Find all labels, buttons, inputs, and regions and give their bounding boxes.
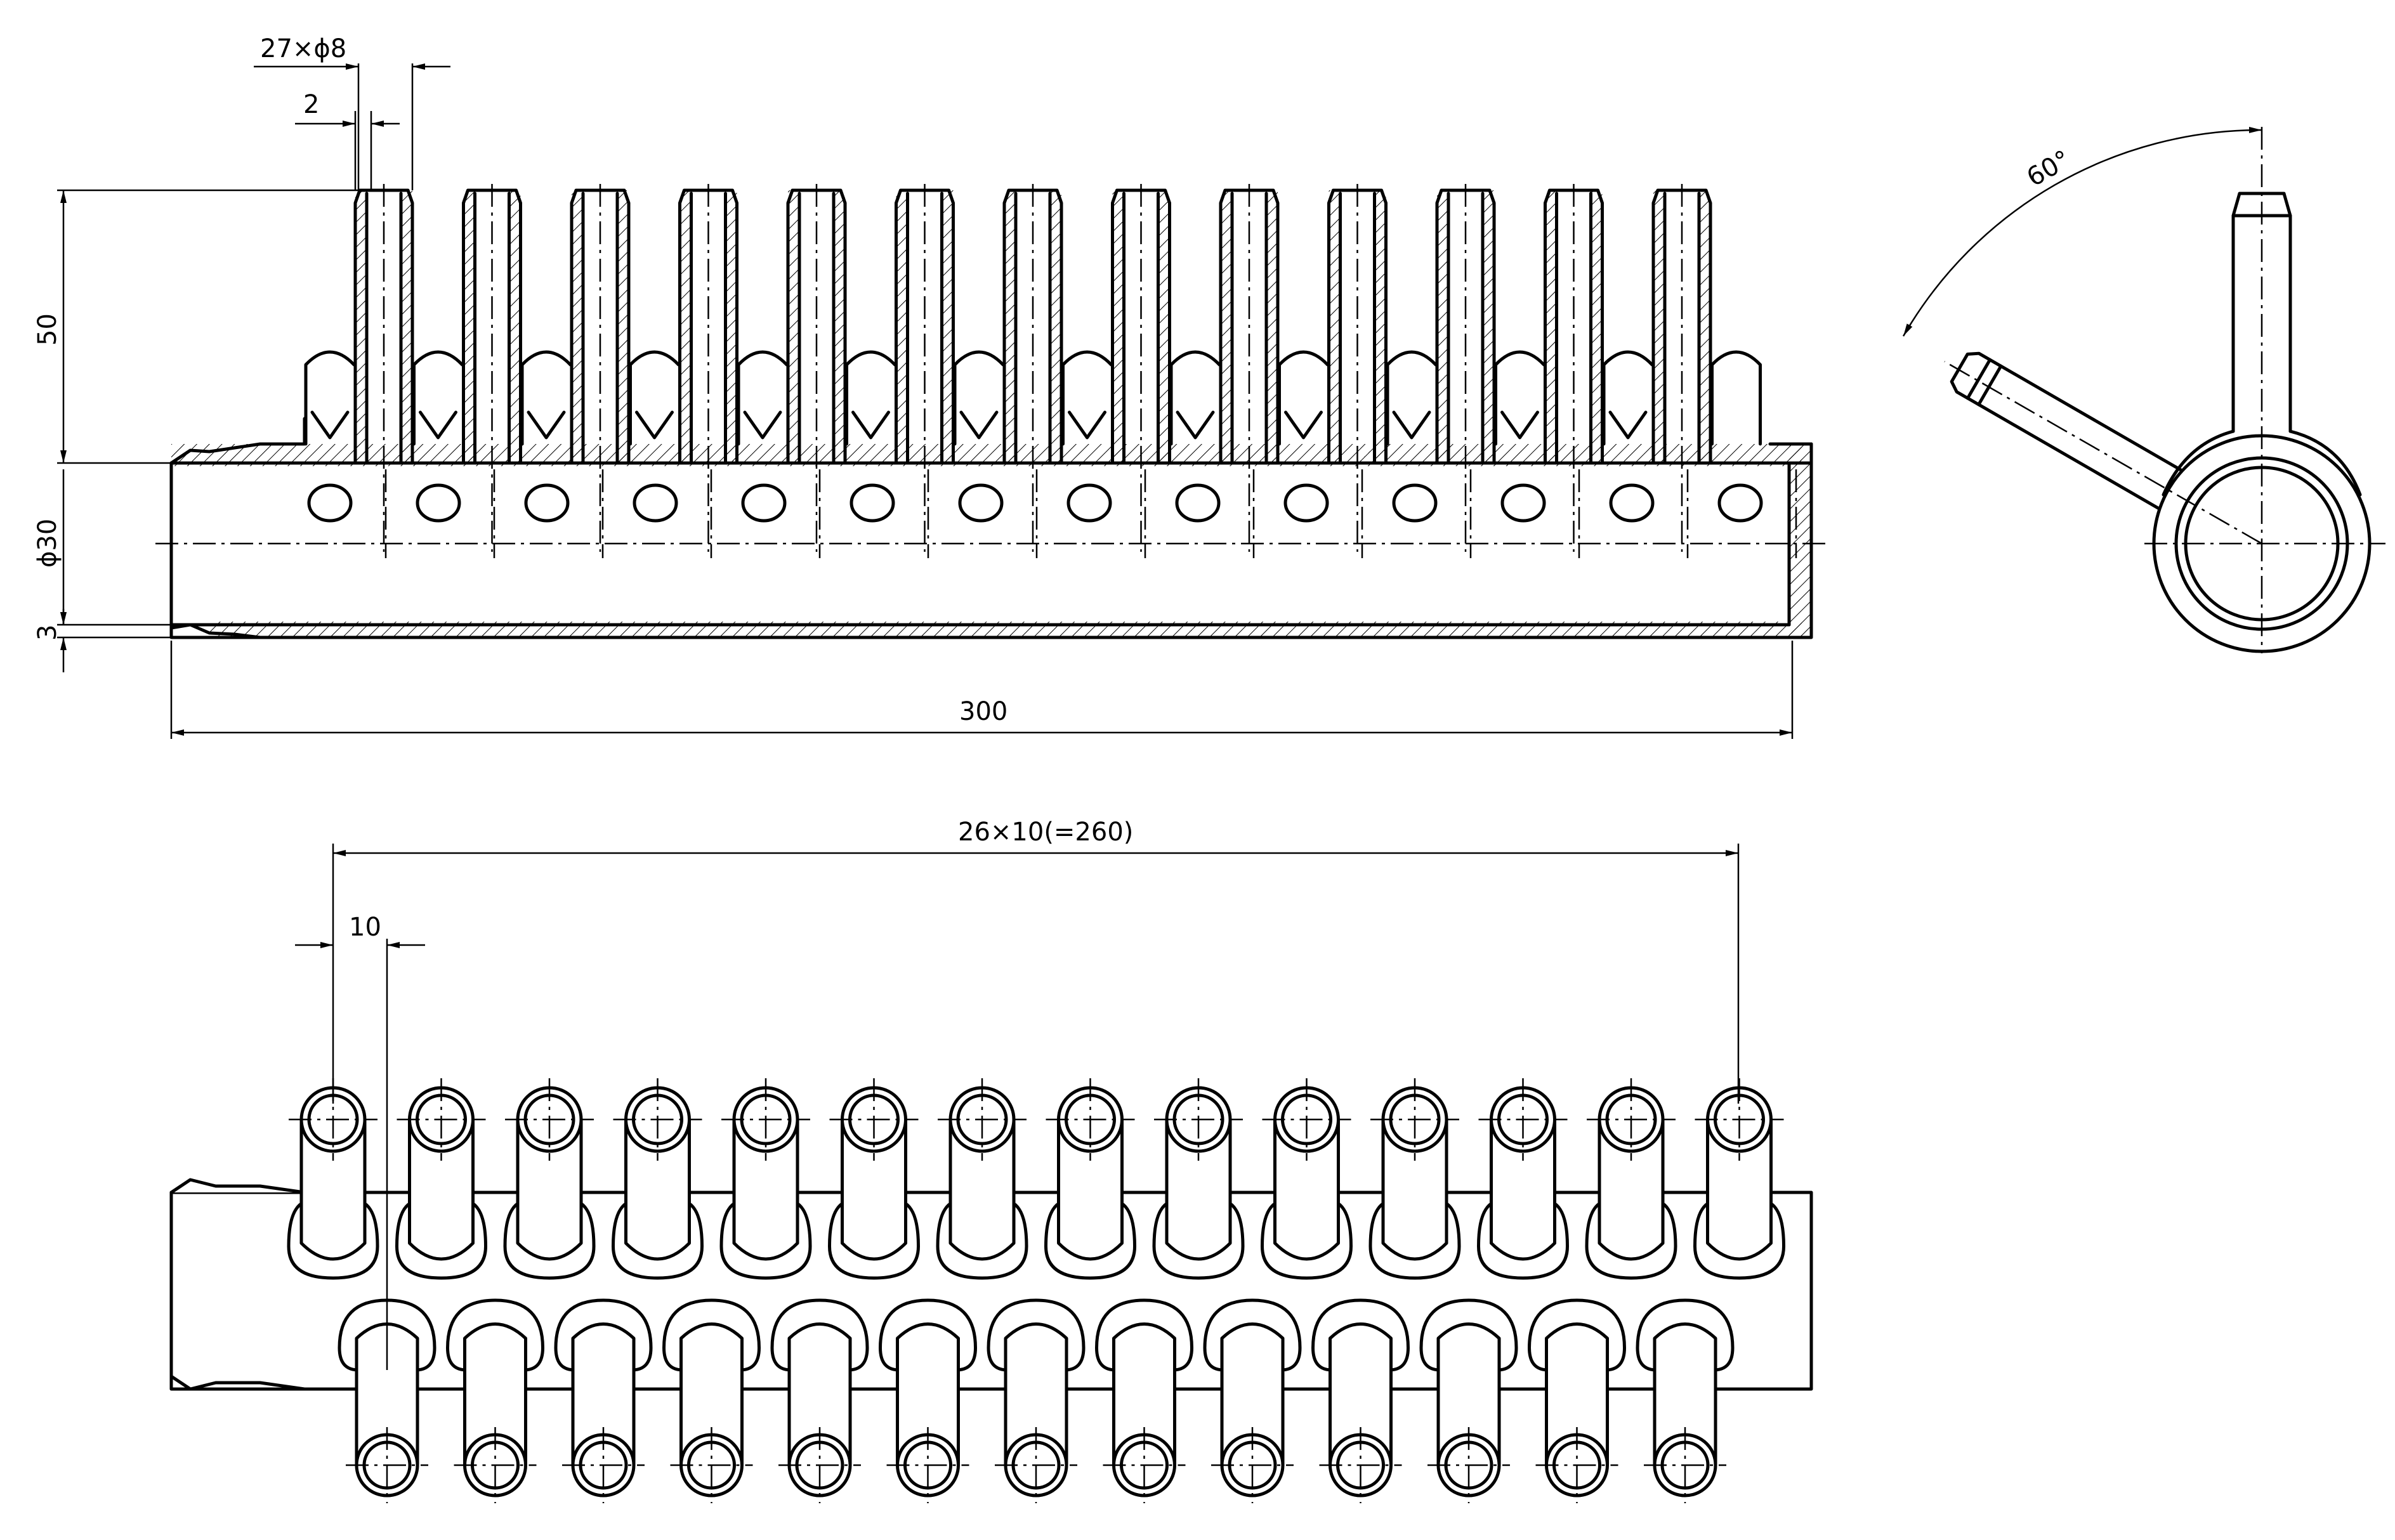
height-dimension-label: 50 [33,313,62,346]
front-tube-section [462,184,522,552]
front-stub [1386,350,1438,446]
top-tube-upper [613,1078,702,1261]
front-tube-section [786,184,847,552]
bottom-wall-dimension-label: 3 [33,625,62,641]
front-stub [953,350,1005,446]
top-tube-lower [1319,1322,1402,1503]
top-tube-upper [505,1078,594,1261]
top-tube-lower [454,1322,537,1503]
pitch-dimension-label: 10 [349,913,381,942]
front-hole-group [307,469,1797,558]
top-tube-upper [1046,1078,1135,1261]
front-stub [304,350,356,446]
top-tube-lower [1211,1322,1294,1503]
front-tube-section [1002,184,1063,552]
front-hole [741,483,787,523]
top-tube-group [289,1078,1784,1503]
front-stub [1278,350,1329,446]
length-dimension-label: 300 [959,697,1007,726]
front-hole [1609,483,1655,523]
wall-dimension-label: 2 [303,90,319,119]
side-view: 60° [1902,126,2385,653]
front-view-dimensions: 27×ϕ8 2 50 ϕ30 3 300 [33,34,1794,739]
front-tube-section [1219,184,1280,552]
front-stub [1602,350,1654,446]
front-stub [520,350,572,446]
front-hole [1283,483,1329,523]
top-tube-upper [1695,1078,1784,1261]
top-tube-lower [778,1322,861,1503]
front-tube-section [678,184,738,552]
top-tube-upper [1262,1078,1351,1261]
front-tube-section [1544,184,1604,552]
top-tube-upper [397,1078,486,1261]
front-stub [1061,350,1113,446]
front-hole [307,483,353,523]
front-stub [1494,350,1545,446]
front-tube-section [353,184,414,552]
top-tube-lower [1644,1322,1726,1503]
top-tube-upper [829,1078,919,1261]
diameter-dimension-label: ϕ30 [33,519,62,568]
top-tube-upper [1154,1078,1243,1261]
front-tube-section [570,184,631,552]
front-tube-section-group [304,184,1762,552]
front-tube-section [895,184,955,552]
front-stub [845,350,896,446]
front-hole [416,483,461,523]
top-tube-upper [1370,1078,1459,1261]
front-hole [1066,483,1112,523]
front-tube-section [1327,184,1388,552]
top-tube-lower [1103,1322,1186,1503]
front-hole [1717,483,1763,523]
pitch-total-dimension-label: 26×10(=260) [958,818,1133,847]
top-view-dimensions: 26×10(=260) 10 [295,818,1740,1370]
front-hole [1500,483,1546,523]
top-tube-lower [886,1322,969,1503]
top-tube-lower [1535,1322,1618,1503]
top-tube-lower [346,1322,428,1503]
top-tube-upper [1478,1078,1568,1261]
front-stub [737,350,789,446]
front-hole [1175,483,1221,523]
top-tube-lower [670,1322,753,1503]
top-tube-lower [1427,1322,1510,1503]
front-tube-section [1111,184,1171,552]
top-tube-upper [289,1078,377,1261]
front-hole [1392,483,1438,523]
front-hole [633,483,678,523]
front-stub [1710,350,1762,446]
front-section-view [155,184,1827,639]
front-stub [412,350,464,446]
front-hole [958,483,1004,523]
top-tube-upper [721,1078,810,1261]
front-stub [629,350,680,446]
top-tube-lower [995,1322,1077,1503]
front-stub [1169,350,1221,446]
angle-dimension-label: 60° [2022,145,2075,192]
front-tube-section [1651,184,1712,552]
top-tube-lower [562,1322,645,1503]
front-tube-section [1435,184,1496,552]
top-tube-upper [1587,1078,1676,1261]
front-hole [850,483,895,523]
holes-dimension-label: 27×ϕ8 [260,34,346,63]
top-view [169,1078,1813,1503]
top-tube-upper [938,1078,1027,1261]
front-hole [524,483,570,523]
